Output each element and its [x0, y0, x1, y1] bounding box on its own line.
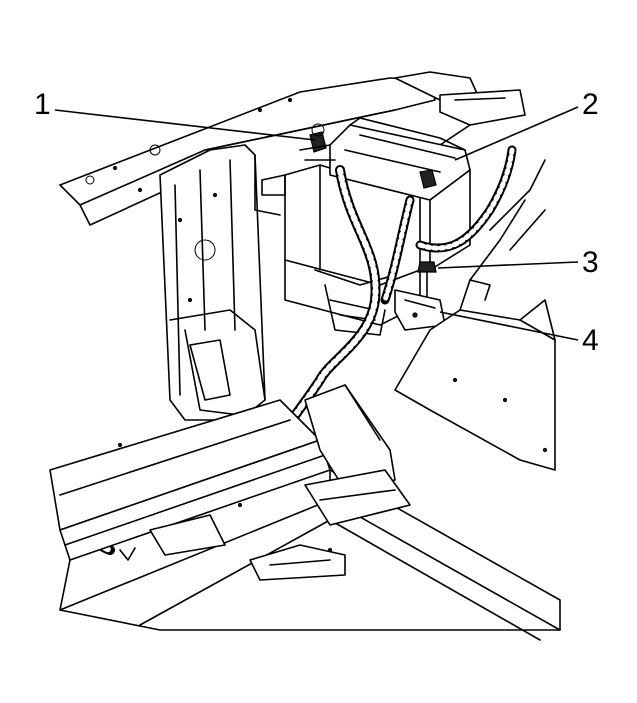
cross-member-bracket — [249, 384, 411, 581]
callout-3: 3 — [582, 246, 599, 279]
battery-hold-down-retainer — [394, 289, 446, 331]
callout-2: 2 — [582, 88, 599, 121]
left-bulkhead-panel — [159, 144, 281, 421]
leader-3 — [437, 261, 579, 269]
inner-fender — [394, 159, 556, 471]
leader-2 — [454, 106, 579, 161]
upper-right-cowl — [394, 71, 526, 146]
callout-1: 1 — [34, 88, 51, 121]
callout-leaders — [54, 106, 579, 341]
leader-4 — [439, 311, 579, 341]
battery-hold-down-bolt — [417, 261, 437, 301]
callout-4: 4 — [582, 324, 599, 357]
leader-1 — [54, 109, 316, 141]
